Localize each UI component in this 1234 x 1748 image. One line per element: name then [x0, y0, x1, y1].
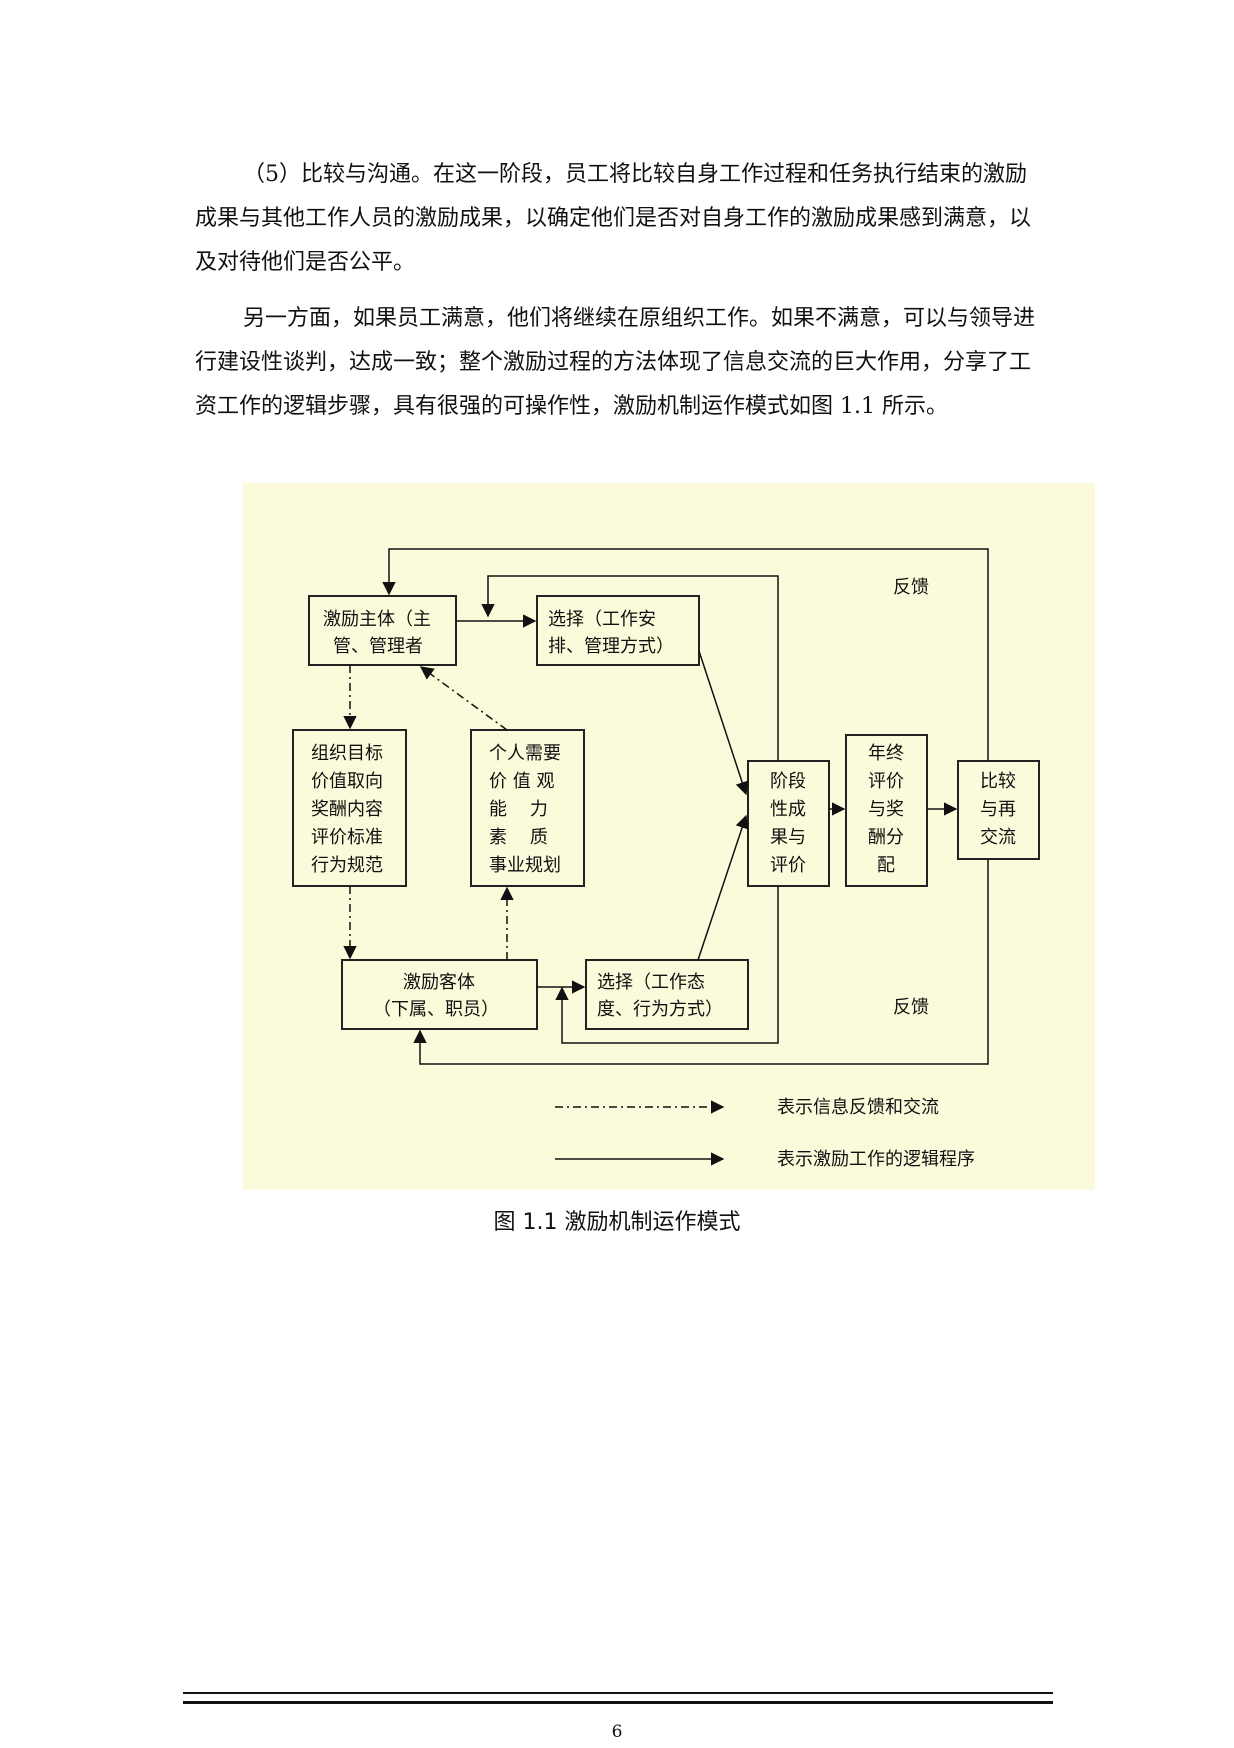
box-stage-results-line-2: 性成 [770, 799, 806, 820]
box-personal-needs-line-2: 价 值 观 [489, 771, 554, 792]
box-personal-needs-line-1: 个人需要 [489, 743, 561, 764]
needs-to-subject-dashed-arrow [419, 666, 508, 731]
box-personal-needs-line-3: 能 力 [489, 799, 548, 820]
paragraph-comparison: （5）比较与沟通。在这一阶段，员工将比较自身工作过程和任务执行结束的激励成果与其… [195, 162, 1032, 275]
box-choice-bottom-line-1: 选择（工作态 [597, 972, 705, 993]
box-annual-review [845, 734, 928, 887]
box-stage-results-line-1: 阶段 [770, 771, 806, 792]
box-object [341, 959, 538, 1030]
incentive-mechanism-diagram: 激励主体（主 管、管理者 选择（工作安 排、管理方式） 组织目标 价值取向 奖酬… [243, 483, 1095, 1190]
choice-bottom-to-stage-arrow [697, 814, 749, 961]
feedback-inner-bottom-line [555, 886, 779, 1044]
legend-dashdot-label: 表示信息反馈和交流 [777, 1097, 939, 1118]
feedback-outer-top-line [382, 548, 989, 761]
box-personal-needs-line-4: 素 质 [489, 827, 548, 848]
box-org-goals-line-3: 奖酬内容 [311, 799, 383, 820]
page-number: 6 [611, 1722, 623, 1742]
feedback-inner-top-line [481, 575, 779, 761]
legend-solid-label: 表示激励工作的逻辑程序 [777, 1149, 975, 1170]
box-compare-line-3: 交流 [980, 827, 1016, 848]
box-org-goals-line-2: 价值取向 [311, 771, 383, 792]
choice-top-to-stage-arrow [698, 650, 749, 796]
box-subject-line-2: 管、管理者 [333, 636, 423, 657]
paragraph-satisfaction: 另一方面，如果员工满意，他们将继续在原组织工作。如果不满意，可以与领导进行建设性… [195, 306, 1036, 419]
box-annual-review-line-5: 配 [877, 855, 895, 876]
feedback-label-top: 反馈 [893, 577, 929, 598]
box-compare-line-2: 与再 [980, 799, 1016, 820]
box-annual-review-line-4: 酬分 [868, 827, 904, 848]
feedback-outer-bottom-line [413, 859, 989, 1065]
box-personal-needs [470, 729, 585, 887]
box-object-line-1: 激励客体 [403, 972, 475, 993]
box-object-line-2: （下属、职员） [373, 999, 499, 1020]
box-org-goals-line-1: 组织目标 [311, 743, 383, 764]
box-stage-results-line-4: 评价 [770, 855, 806, 876]
box-choice-bottom [585, 959, 749, 1030]
box-choice-top [536, 595, 700, 666]
box-stage-results-line-3: 果与 [770, 827, 806, 848]
box-stage-results [747, 760, 830, 887]
figure-caption: 图 1.1 激励机制运作模式 [493, 1210, 741, 1235]
box-compare [957, 760, 1040, 860]
box-subject-line-1: 激励主体（主 [323, 609, 431, 630]
feedback-label-bottom: 反馈 [893, 997, 929, 1018]
box-choice-bottom-line-2: 度、行为方式） [597, 999, 723, 1020]
box-annual-review-line-2: 评价 [868, 771, 904, 792]
footer-double-rule [183, 1692, 1053, 1704]
box-compare-line-1: 比较 [980, 771, 1016, 792]
box-choice-top-line-1: 选择（工作安 [548, 609, 656, 630]
box-personal-needs-line-5: 事业规划 [489, 855, 561, 876]
box-annual-review-line-1: 年终 [868, 743, 904, 764]
box-org-goals-line-5: 行为规范 [311, 855, 383, 876]
box-subject [308, 595, 457, 666]
box-org-goals [292, 729, 407, 887]
box-annual-review-line-3: 与奖 [868, 799, 904, 820]
box-choice-top-line-2: 排、管理方式） [548, 636, 674, 657]
box-org-goals-line-4: 评价标准 [311, 827, 383, 848]
